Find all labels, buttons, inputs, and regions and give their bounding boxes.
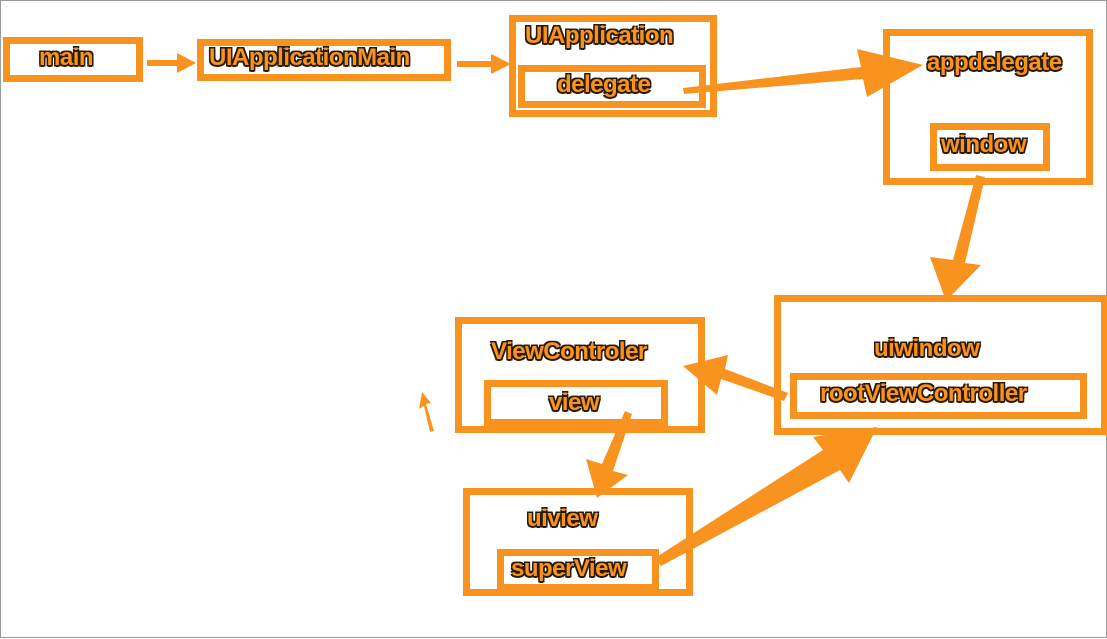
node-appdelegate-label: appdelegate	[927, 49, 1062, 76]
node-uiapplicationmain-label: UIApplicationMain	[209, 44, 410, 71]
node-window-box	[930, 123, 1050, 171]
node-rootviewcontroller-box	[790, 373, 1087, 419]
node-main-label: main	[39, 44, 94, 71]
arrow-rootviewcontroller-to-viewcontroler	[683, 355, 788, 401]
node-window-label: window	[941, 131, 1026, 158]
node-rootviewcontroller-label: rootViewController	[820, 380, 1027, 407]
node-view-label: view	[549, 389, 600, 416]
node-view-box	[484, 380, 668, 426]
arrow-uiapplicationmain-to-uiapplication	[457, 54, 511, 74]
node-delegate-label: delegate	[557, 71, 651, 98]
node-viewcontroler-box	[455, 317, 705, 433]
node-uiview-box	[463, 488, 693, 596]
arrow-window-to-uiwindow	[930, 175, 985, 301]
node-viewcontroler-label: ViewControler	[491, 338, 647, 365]
arrow-delegate-to-appdelegate	[683, 49, 923, 97]
node-main-box	[3, 37, 143, 82]
node-uiwindow-label: uiwindow	[874, 335, 980, 362]
node-superview-box	[497, 549, 659, 591]
node-uiapplication-label: UIApplication	[525, 22, 674, 49]
node-superview-label: superView	[511, 555, 627, 582]
arrow-main-to-uiapplicationmain	[147, 53, 196, 73]
node-uiapplication-box	[509, 15, 717, 117]
node-uiwindow-box	[774, 295, 1107, 435]
arrow-stray	[419, 392, 434, 432]
node-appdelegate-box	[883, 29, 1093, 185]
node-uiview-label: uiview	[527, 505, 598, 532]
node-delegate-box	[518, 65, 706, 108]
node-uiapplicationmain-box	[197, 39, 451, 81]
arrow-superview-to-uiwindow	[655, 427, 877, 566]
